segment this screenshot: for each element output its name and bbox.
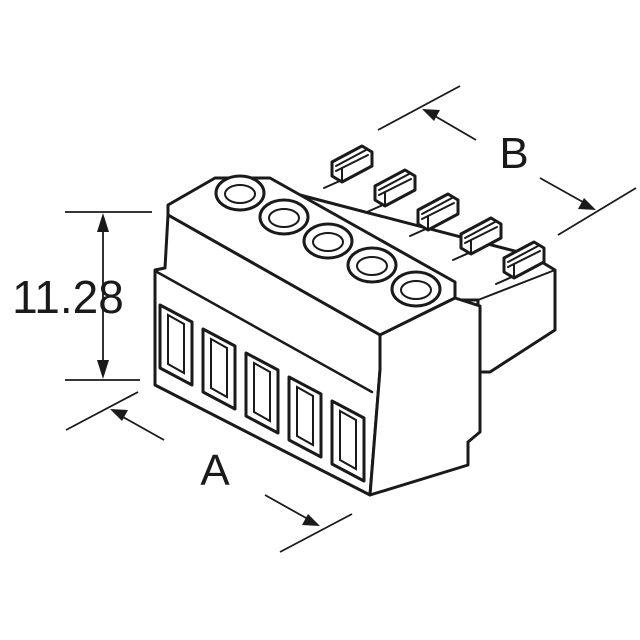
screw-hole-row: [214, 174, 442, 308]
screw-hole: [390, 270, 442, 308]
side-face: [368, 296, 482, 497]
arrow-left-icon: [422, 109, 440, 121]
arrow-right-icon: [578, 198, 596, 210]
wire-entry-opening: [287, 375, 323, 459]
width-dimension: A: [65, 391, 353, 553]
wire-entry-opening: [330, 399, 366, 483]
rear-pin: [409, 192, 460, 237]
arrow-right-icon: [302, 514, 320, 526]
screw-hole: [214, 174, 266, 212]
arrow-left-icon: [110, 409, 128, 421]
rear-pin: [495, 240, 546, 285]
wire-entry-opening: [158, 303, 194, 387]
front-ledge: [155, 270, 374, 394]
arrow-up-icon: [97, 213, 109, 232]
height-dimension: 11.28: [12, 211, 152, 381]
screw-hole: [346, 246, 398, 284]
rear-pin: [323, 144, 374, 189]
height-dimension-label: 11.28: [12, 271, 124, 323]
rear-pin: [452, 216, 503, 261]
rear-pin: [366, 168, 417, 213]
screw-hole: [302, 222, 354, 260]
wire-entry-row: [158, 303, 366, 483]
pin-row: [323, 144, 546, 285]
depth-dimension-label: B: [499, 129, 528, 178]
depth-dimension: B: [377, 85, 637, 236]
screw-hole: [258, 198, 310, 236]
arrow-down-icon: [97, 360, 109, 379]
wire-entry-opening: [201, 327, 237, 411]
wire-entry-opening: [244, 351, 280, 435]
width-dimension-label: A: [200, 446, 230, 495]
